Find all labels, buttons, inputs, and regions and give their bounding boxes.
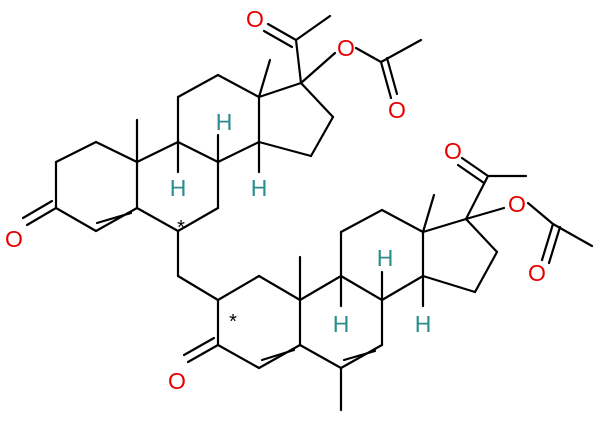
hydrogen-a3: H xyxy=(251,175,268,201)
ketone-oxygen-a: O xyxy=(5,226,23,252)
stereocenter-marker-b: * xyxy=(229,311,237,333)
hydrogen-b3: H xyxy=(415,311,432,337)
hydrogen-a2: H xyxy=(216,109,233,135)
carbonyl-oxygen-a: O xyxy=(388,97,406,123)
steroid-a xyxy=(21,14,423,302)
hydrogen-b1: H xyxy=(333,311,350,337)
stereocenter-marker-a: * xyxy=(177,217,185,239)
ester-oxygen-a: O xyxy=(337,35,355,61)
acetyl-oxygen-a: O xyxy=(246,6,264,32)
hydrogen-b2: H xyxy=(377,245,394,271)
ketone-oxygen-b: O xyxy=(168,368,186,394)
carbonyl-oxygen-b: O xyxy=(528,260,546,286)
steroid-b xyxy=(182,156,594,412)
ester-oxygen-b: O xyxy=(508,191,526,217)
hydrogen-a1: H xyxy=(170,175,187,201)
acetyl-oxygen-b: O xyxy=(444,138,462,164)
